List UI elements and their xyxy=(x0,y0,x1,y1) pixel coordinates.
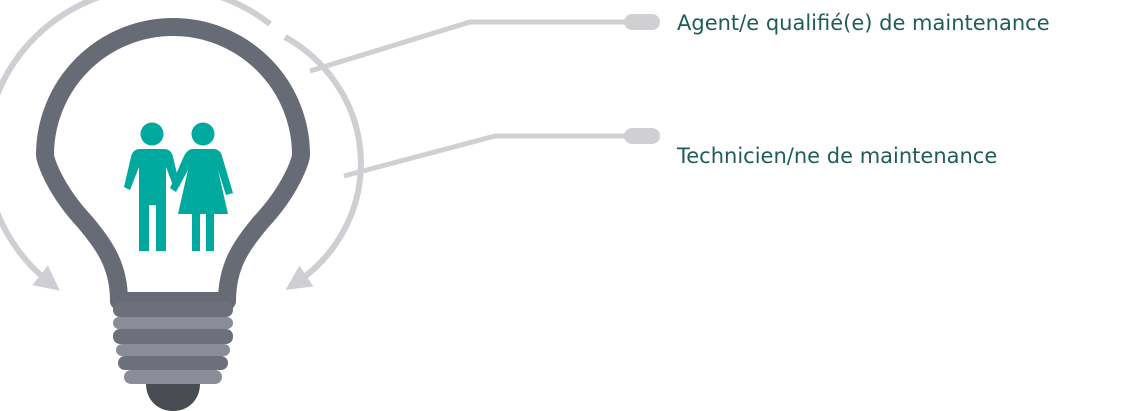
man-body xyxy=(124,149,180,251)
connector-cap-1 xyxy=(624,14,660,30)
light-bulb-icon xyxy=(36,18,310,411)
connector-line-2 xyxy=(343,133,628,179)
bulb-tip xyxy=(146,384,200,411)
woman-body xyxy=(170,149,233,251)
label-agent-qualifie: Agent/e qualifié(e) de maintenance xyxy=(677,11,1050,35)
label-technicien: Technicien/ne de maintenance xyxy=(676,144,997,168)
cycle-arrows xyxy=(0,0,364,291)
labels: Agent/e qualifié(e) de maintenance Techn… xyxy=(676,11,1050,168)
connectors xyxy=(309,14,660,179)
people-icon xyxy=(124,122,233,251)
curved-arrow-left-icon xyxy=(0,0,272,291)
connector-line-1 xyxy=(309,19,628,74)
man-head xyxy=(140,122,164,146)
woman-head xyxy=(191,122,215,146)
curved-arrow-right-icon xyxy=(283,34,364,291)
bulb-base xyxy=(113,302,233,411)
connector-cap-2 xyxy=(624,128,660,144)
